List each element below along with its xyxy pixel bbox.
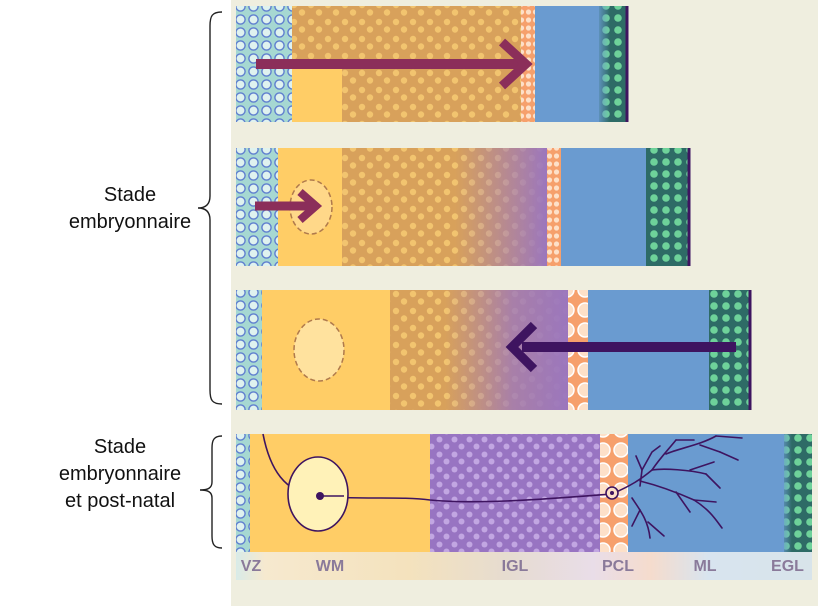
layer-label-ml: ML xyxy=(693,558,717,575)
layer-label-egl: EGL xyxy=(771,558,804,575)
egl-layer xyxy=(646,148,688,266)
pcl-layer xyxy=(547,148,561,266)
stage-row-2 xyxy=(236,148,691,266)
nucleus-outline xyxy=(293,318,345,382)
outward-migration-arrowhead xyxy=(297,188,323,224)
migrating-cells-layer xyxy=(342,60,522,122)
layer-label-igl: IGL xyxy=(501,558,529,575)
igl-layer xyxy=(430,434,600,552)
vz-layer xyxy=(236,290,262,410)
egl-fade xyxy=(780,434,792,552)
migrating-cells-layer xyxy=(292,6,522,62)
purkinje-cell-nucleus xyxy=(610,491,614,495)
stage-row-3 xyxy=(236,290,752,410)
purkinje-neuron xyxy=(613,435,743,539)
layer-label-strip xyxy=(236,552,812,580)
outward-migration-arrowhead xyxy=(498,38,533,90)
vz-layer xyxy=(236,434,250,552)
brace-embryonic xyxy=(197,11,223,405)
layer-label-pcl: PCL xyxy=(602,558,634,575)
igl-gradient xyxy=(455,148,547,266)
stage-row-4 xyxy=(236,433,812,552)
stage-row-1 xyxy=(236,6,629,122)
inward-migration-arrowhead xyxy=(505,321,538,373)
granule-cell-axon xyxy=(262,433,613,503)
stage-label-embryonic: Stade embryonnaire xyxy=(68,184,192,233)
layer-label-vz: VZ xyxy=(240,558,262,575)
stage-label-post-natal: Stade embryonnaire et post-natal xyxy=(58,436,182,512)
brace-post-natal xyxy=(199,435,223,549)
layer-label-wm: WM xyxy=(315,558,345,575)
egl-fade xyxy=(596,6,610,122)
